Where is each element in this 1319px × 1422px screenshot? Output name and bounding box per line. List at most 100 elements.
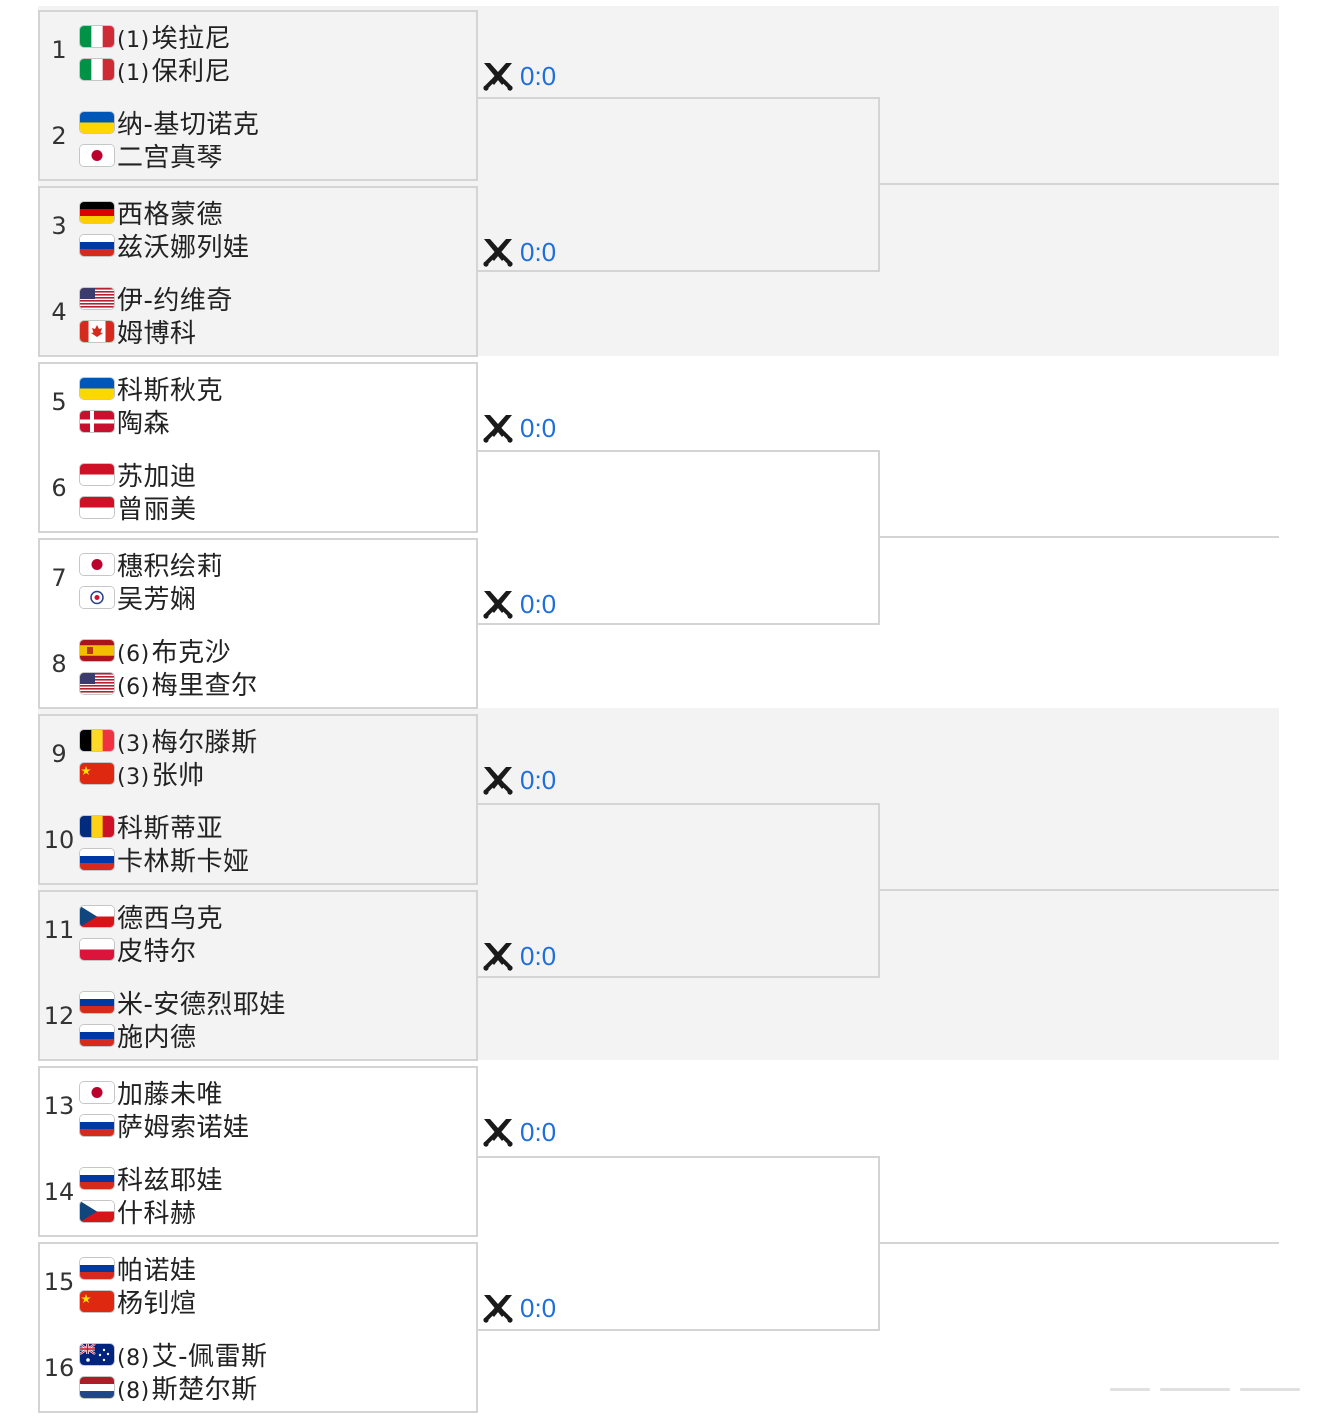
match-number: 9 — [51, 740, 67, 768]
match-score[interactable]: 0:0 — [482, 764, 556, 796]
match-score[interactable]: 0:0 — [482, 1116, 556, 1148]
player-name: 科兹耶娃 — [117, 1160, 223, 1197]
player-entry[interactable]: 陶森 — [80, 405, 170, 439]
player-entry[interactable]: 苏加迪 — [80, 458, 197, 492]
crossed-swords-icon — [482, 1117, 514, 1147]
player-entry[interactable]: 西格蒙德 — [80, 196, 223, 230]
seed-label: (8) — [117, 1346, 150, 1371]
player-entry[interactable]: 杨钊煊 — [80, 1285, 197, 1319]
player-entry[interactable]: 科斯秋克 — [80, 372, 223, 406]
player-entry[interactable]: (6)梅里查尔 — [80, 667, 258, 701]
match-number: 16 — [43, 1354, 75, 1382]
match-score[interactable]: 0:0 — [482, 236, 556, 268]
player-entry[interactable]: (3)梅尔滕斯 — [80, 724, 258, 758]
player-entry[interactable]: (8)艾-佩雷斯 — [80, 1336, 268, 1373]
spain-flag-icon — [80, 640, 114, 661]
player-entry[interactable]: 兹沃娜列娃 — [80, 227, 250, 264]
player-entry[interactable]: 皮特尔 — [80, 931, 197, 968]
match-row[interactable]: 8 (6)布克沙(6)梅里查尔 — [40, 626, 476, 712]
player-entry[interactable]: 米-安德烈耶娃 — [80, 986, 286, 1020]
player-entry[interactable]: 德西乌克 — [80, 900, 223, 934]
match-row[interactable]: 3 西格蒙德兹沃娜列娃 — [40, 188, 476, 274]
player-entry[interactable]: (3)张帅 — [80, 757, 205, 791]
match-number: 12 — [43, 1002, 75, 1030]
match-score[interactable]: 0:0 — [482, 588, 556, 620]
match-score[interactable]: 0:0 — [482, 412, 556, 444]
germany-flag-icon — [80, 202, 114, 223]
match-row[interactable]: 16 (8)艾-佩雷斯(8)斯楚尔斯 — [40, 1330, 476, 1416]
player-entry[interactable]: (6)布克沙 — [80, 634, 231, 668]
player-entry[interactable]: 萨姆索诺娃 — [80, 1109, 250, 1143]
player-entry[interactable]: 帕诺娃 — [80, 1252, 197, 1286]
japan-flag-icon — [80, 1082, 114, 1103]
match-row[interactable]: 12 米-安德烈耶娃施内德 — [40, 978, 476, 1064]
player-entry[interactable]: 伊-约维奇 — [80, 282, 233, 316]
crossed-swords-icon — [482, 61, 514, 91]
player-entry[interactable]: 吴芳娴 — [80, 579, 197, 616]
russia-flag-icon — [80, 1115, 114, 1136]
player-entry[interactable]: (8)斯楚尔斯 — [80, 1371, 258, 1405]
player-entry[interactable]: (1)埃拉尼 — [80, 20, 231, 54]
player-name-text: 斯楚尔斯 — [151, 1375, 258, 1405]
match-row[interactable]: 9 (3)梅尔滕斯(3)张帅 — [40, 716, 476, 802]
match-row[interactable]: 7 穗积绘莉吴芳娴 — [40, 540, 476, 626]
player-name: 卡林斯卡娅 — [117, 841, 250, 878]
match-score[interactable]: 0:0 — [482, 60, 556, 92]
player-name-text: 米-安德烈耶娃 — [117, 990, 286, 1020]
player-entry[interactable]: 科斯蒂亚 — [80, 810, 223, 844]
player-name: 曾丽美 — [117, 489, 197, 526]
match-number: 7 — [51, 564, 67, 592]
player-entry[interactable]: 曾丽美 — [80, 489, 197, 526]
player-name-text: 萨姆索诺娃 — [117, 1113, 250, 1143]
player-name-text: 杨钊煊 — [117, 1289, 197, 1319]
japan-flag-icon — [80, 145, 114, 166]
player-name-text: 科兹耶娃 — [117, 1166, 224, 1196]
belgium-flag-icon — [80, 730, 114, 751]
player-name: 皮特尔 — [117, 931, 197, 968]
player-entry[interactable]: 科兹耶娃 — [80, 1160, 223, 1197]
match-number: 3 — [51, 212, 67, 240]
player-name: (1)保利尼 — [117, 51, 231, 88]
player-entry[interactable]: 施内德 — [80, 1019, 197, 1053]
round2-connector — [478, 803, 880, 978]
player-entry[interactable]: 二宫真琴 — [80, 139, 223, 173]
usa-flag-icon — [80, 288, 114, 309]
player-entry[interactable]: (1)保利尼 — [80, 51, 231, 88]
round3-line — [880, 1242, 1279, 1244]
denmark-flag-icon — [80, 411, 114, 432]
player-entry[interactable]: 纳-基切诺克 — [80, 106, 259, 140]
player-entry[interactable]: 加藤未唯 — [80, 1076, 224, 1110]
player-entry[interactable]: 穗积绘莉 — [80, 548, 223, 582]
player-entry[interactable]: 什科赫 — [80, 1195, 197, 1229]
russia-flag-icon — [80, 1168, 114, 1189]
player-name-text: 艾-佩雷斯 — [151, 1342, 268, 1372]
player-entry[interactable]: 姆博科 — [80, 315, 197, 349]
crossed-swords-icon — [482, 237, 514, 267]
score-value: 0:0 — [520, 764, 557, 795]
match-score[interactable]: 0:0 — [482, 1292, 556, 1324]
player-name: 吴芳娴 — [117, 579, 197, 616]
match-score[interactable]: 0:0 — [482, 940, 556, 972]
match-row[interactable]: 1(1)埃拉尼(1)保利尼 — [40, 12, 476, 98]
round3-line — [880, 536, 1279, 538]
match-group — [38, 714, 478, 885]
player-name-text: 曾丽美 — [117, 495, 197, 525]
match-number: 8 — [51, 650, 67, 678]
seed-label: (3) — [117, 732, 150, 757]
seed-label: (1) — [117, 61, 150, 86]
player-name: (8)艾-佩雷斯 — [117, 1336, 268, 1373]
player-name-text: 梅里查尔 — [151, 671, 258, 701]
player-name-text: 加藤未唯 — [117, 1080, 224, 1110]
crossed-swords-icon — [482, 1293, 514, 1323]
player-entry[interactable]: 卡林斯卡娅 — [80, 841, 250, 878]
player-name: 兹沃娜列娃 — [117, 227, 250, 264]
